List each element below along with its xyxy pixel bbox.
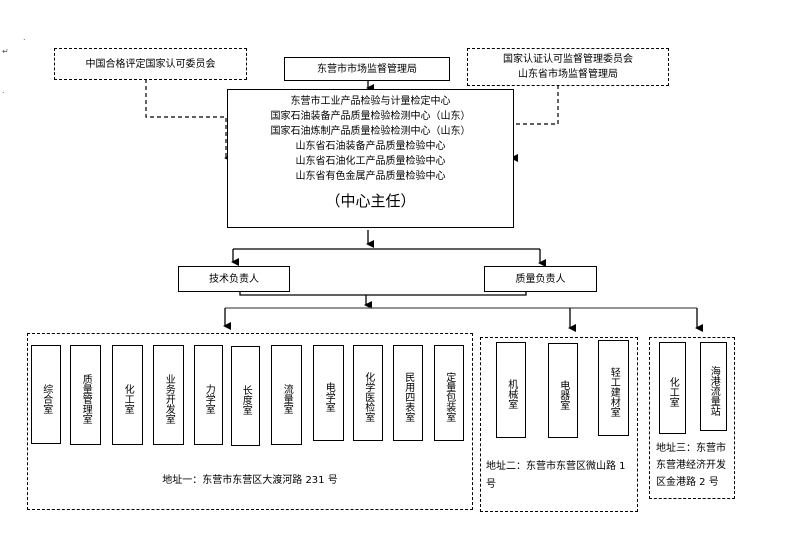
center-name-6: 山东省有色金属产品质量检验中心 bbox=[295, 171, 446, 182]
cnas-label: 中国合格评定国家认可委员会 bbox=[85, 58, 216, 70]
site1-group bbox=[27, 333, 473, 510]
return-mark: ↵ bbox=[2, 47, 9, 56]
line-authority-center bbox=[510, 85, 559, 162]
center-name-4: 山东省石油装备产品质量检验中心 bbox=[295, 141, 446, 152]
room-label: 长度室 bbox=[240, 385, 252, 415]
authority-box: 国家认证认可监督管理委员会 山东省市场监督管理局 bbox=[467, 48, 669, 86]
room-label: 定量包装室 bbox=[443, 372, 455, 422]
site3-group bbox=[649, 337, 735, 499]
room-label: 民用四表室 bbox=[402, 372, 414, 422]
authority-line-2: 山东省市场监督管理局 bbox=[518, 69, 618, 80]
room-box: 机械室 bbox=[496, 342, 526, 438]
room-box: 化学医检室 bbox=[353, 345, 383, 441]
room-box: 民用四表室 bbox=[393, 345, 423, 441]
paragraph-mark: . bbox=[23, 33, 26, 42]
quality-manager-label: 质量负责人 bbox=[515, 273, 566, 285]
site2-group bbox=[480, 337, 638, 512]
room-box: 流量室 bbox=[271, 345, 302, 445]
city-bureau-box: 东营市市场监督管理局 bbox=[284, 57, 450, 81]
city-bureau-label: 东营市市场监督管理局 bbox=[317, 63, 417, 75]
room-box: 轻工建材室 bbox=[598, 340, 629, 436]
site3-address: 地址三：东营市东营港经济开发区金港路 2 号 bbox=[656, 443, 726, 488]
center-director: （中心主任） bbox=[325, 192, 416, 210]
technical-manager-label: 技术负责人 bbox=[209, 273, 259, 285]
room-box: 化工室 bbox=[112, 345, 143, 445]
line-cnas-center bbox=[145, 79, 232, 162]
room-label: 轻工建材室 bbox=[608, 367, 620, 417]
room-box: 综合室 bbox=[31, 345, 61, 444]
room-label: 质量管理室 bbox=[80, 374, 92, 424]
line-managers-join bbox=[239, 292, 527, 296]
center-name-2: 国家石油装备产品质量检验检测中心（山东） bbox=[270, 111, 471, 122]
room-label: 化工室 bbox=[122, 384, 134, 414]
room-label: 机械室 bbox=[505, 379, 517, 409]
room-box: 质量管理室 bbox=[70, 345, 101, 445]
room-box: 力学室 bbox=[194, 345, 223, 445]
room-label: 综合室 bbox=[40, 383, 52, 414]
technical-manager-box: 技术负责人 bbox=[178, 266, 290, 292]
room-label: 电学室 bbox=[323, 382, 335, 412]
room-box: 电学室 bbox=[313, 345, 344, 441]
center-name-5: 山东省石油化工产品质量检验中心 bbox=[295, 156, 446, 167]
cnas-box: 中国合格评定国家认可委员会 bbox=[54, 48, 247, 80]
center-name-1: 东营市工业产品检验与计量检定中心 bbox=[290, 96, 451, 107]
room-label: 力学室 bbox=[203, 384, 215, 414]
room-label: 化学医检室 bbox=[362, 372, 374, 422]
room-box: 海港流量站 bbox=[700, 342, 727, 431]
authority-line-1: 国家认证认可监督管理委员会 bbox=[503, 54, 633, 65]
room-label: 电器室 bbox=[557, 379, 569, 410]
site1-address: 地址一：东营市东营区大渡河路 231 号 bbox=[162, 475, 338, 486]
room-box: 定量包装室 bbox=[434, 345, 464, 441]
room-label: 化工室 bbox=[667, 377, 679, 407]
room-label: 流量室 bbox=[281, 384, 293, 414]
room-box: 化工室 bbox=[659, 342, 686, 434]
room-label: 海港流量站 bbox=[708, 365, 720, 416]
paragraph-mark: . bbox=[2, 86, 5, 95]
center-name-3: 国家石油炼制产品质量检验检测中心（山东） bbox=[270, 126, 471, 137]
center-box: 东营市工业产品检验与计量检定中心 国家石油装备产品质量检验检测中心（山东） 国家… bbox=[227, 89, 514, 228]
room-box: 电器室 bbox=[548, 343, 578, 438]
room-label: 业务开发室 bbox=[163, 374, 175, 424]
quality-manager-box: 质量负责人 bbox=[484, 266, 597, 292]
site2-address: 地址二：东营市东营区微山路 1 号 bbox=[486, 461, 626, 490]
room-box: 长度室 bbox=[231, 346, 260, 446]
room-box: 业务开发室 bbox=[153, 345, 184, 445]
